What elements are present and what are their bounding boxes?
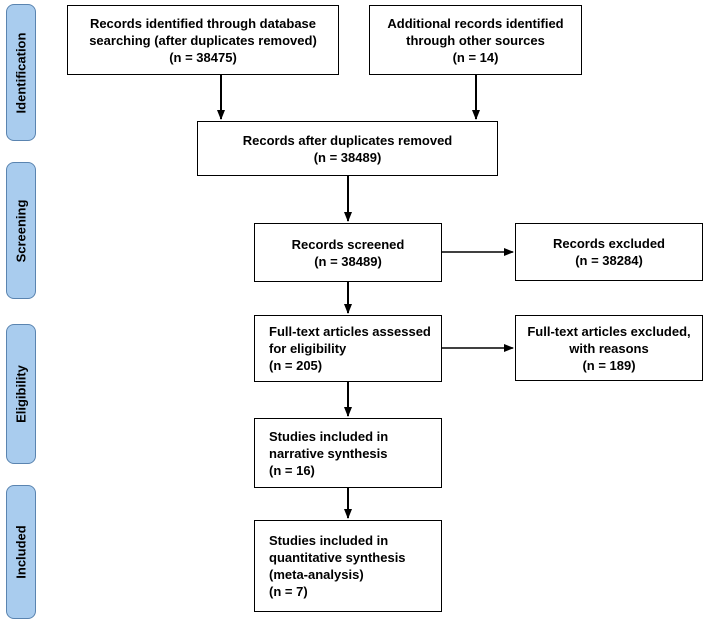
stage-eligibility-label: Eligibility xyxy=(13,365,29,423)
stage-included-label: Included xyxy=(13,525,29,579)
box-other-sources: Additional records identified through ot… xyxy=(369,5,582,75)
box-after-duplicates-text: Records after duplicates removed (n = 38… xyxy=(242,132,453,165)
stage-identification: Identification xyxy=(6,4,36,141)
box-quantitative-synthesis: Studies included in quantitative synthes… xyxy=(254,520,442,612)
stage-included: Included xyxy=(6,485,36,619)
box-records-excluded: Records excluded (n = 38284) xyxy=(515,223,703,281)
stage-eligibility: Eligibility xyxy=(6,324,36,464)
box-fulltext-assessed: Full-text articles assessed for eligibil… xyxy=(254,315,442,382)
stage-screening-label: Screening xyxy=(13,199,29,262)
box-database-records: Records identified through database sear… xyxy=(67,5,339,75)
box-narrative-synthesis: Studies included in narrative synthesis … xyxy=(254,418,442,488)
box-quantitative-synthesis-text: Studies included in quantitative synthes… xyxy=(269,533,406,599)
box-fulltext-excluded: Full-text articles excluded, with reason… xyxy=(515,315,703,381)
box-records-screened: Records screened (n = 38489) xyxy=(254,223,442,282)
stage-screening: Screening xyxy=(6,162,36,299)
box-narrative-synthesis-text: Studies included in narrative synthesis … xyxy=(269,428,389,478)
box-fulltext-assessed-text: Full-text articles assessed for eligibil… xyxy=(269,324,431,373)
box-fulltext-excluded-text: Full-text articles excluded, with reason… xyxy=(527,323,691,373)
stage-identification-label: Identification xyxy=(13,32,29,113)
box-records-excluded-text: Records excluded (n = 38284) xyxy=(553,236,665,268)
box-records-screened-text: Records screened (n = 38489) xyxy=(291,236,405,269)
box-other-sources-text: Additional records identified through ot… xyxy=(387,15,564,65)
box-after-duplicates: Records after duplicates removed (n = 38… xyxy=(197,121,498,176)
box-database-records-text: Records identified through database sear… xyxy=(89,15,317,65)
